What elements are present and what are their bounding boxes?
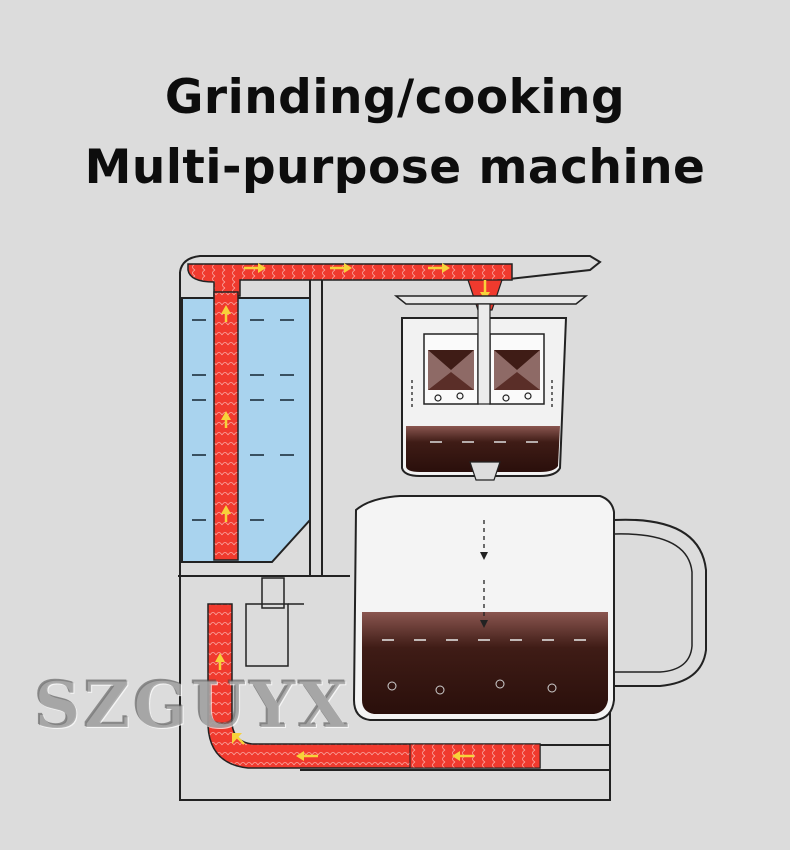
flow-arrows xyxy=(215,263,490,761)
carafe xyxy=(352,495,707,721)
grinder-basket xyxy=(393,295,589,481)
title-line-2: Multi-purpose machine xyxy=(84,140,706,195)
riser-tube xyxy=(187,263,513,561)
switch-mechanism xyxy=(245,577,304,667)
title-line-1: Grinding/cooking xyxy=(164,70,626,125)
water-tank xyxy=(181,297,311,563)
watermark: SZGUYX xyxy=(34,668,351,743)
heating-element xyxy=(207,603,541,769)
